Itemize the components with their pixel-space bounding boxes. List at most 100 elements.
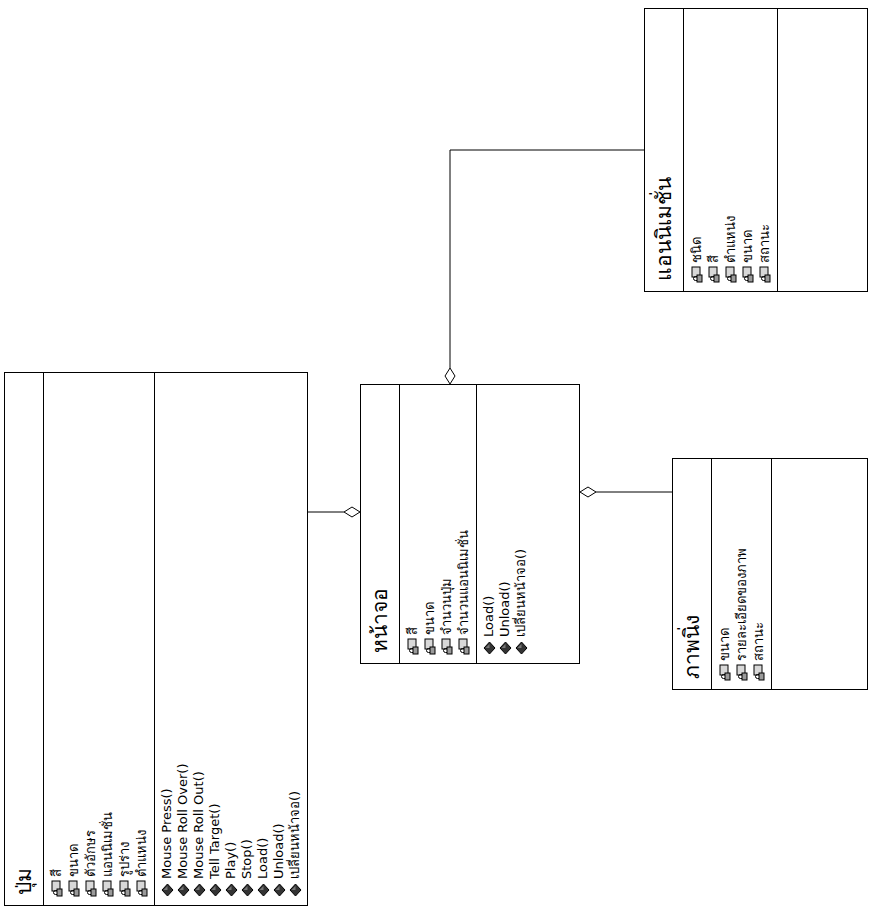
attribute-icon	[84, 880, 97, 897]
attribute-row: ตำแหน่ง	[722, 17, 739, 283]
class-name: ภาพนิ่ง	[680, 615, 704, 679]
attribute-row: สถานะ	[756, 17, 773, 283]
attribute-icon	[457, 638, 470, 655]
operation-row: Unload()	[271, 381, 287, 897]
class-name: ปุ่ม	[12, 868, 36, 895]
attribute-name: ตัวอักษร	[82, 830, 99, 877]
attribute-icon	[724, 266, 737, 283]
operation-name: Stop()	[239, 839, 255, 879]
operation-icon	[483, 640, 496, 655]
attribute-icon	[101, 880, 114, 897]
operation-row: Mouse Roll Out()	[191, 381, 207, 897]
attribute-row: รายละเอียดของภาพ	[733, 467, 750, 681]
operation-name: Mouse Roll Out()	[191, 771, 207, 879]
attribute-row: จำนวนแอนนิเมชั่น	[455, 393, 472, 655]
attribute-icon	[735, 664, 748, 681]
attribute-icon	[741, 266, 754, 283]
connector-line	[308, 512, 344, 513]
aggregation-connector	[308, 507, 360, 517]
attribute-name: สถานะ	[750, 622, 767, 661]
attribute-row: แอนนิเมชั่น	[99, 381, 116, 897]
attribute-row: สี	[48, 381, 65, 897]
operation-row: Load()	[255, 381, 271, 897]
operation-row: Play()	[223, 381, 239, 897]
operation-name: Load()	[481, 596, 497, 637]
attribute-name: ขนาด	[65, 844, 82, 877]
operation-row: Tell Target()	[207, 381, 223, 897]
attribute-name: รายละเอียดของภาพ	[733, 548, 750, 661]
attribute-name: สี	[705, 255, 722, 263]
attribute-name: จำนวนปุ่ม	[438, 578, 455, 635]
attribute-name: รูปร่าง	[116, 842, 133, 877]
operation-icon	[515, 640, 528, 655]
operation-row: Stop()	[239, 381, 255, 897]
attribute-icon	[135, 880, 148, 897]
operation-icon	[177, 882, 190, 897]
attribute-icon	[423, 638, 436, 655]
attribute-name: ตำแหน่ง	[722, 216, 739, 263]
operation-name: Tell Target()	[207, 804, 223, 879]
attribute-icon	[118, 880, 131, 897]
attribute-name: ตำแหน่ง	[133, 830, 150, 877]
class-box: ปุ่ม สีขนาดตัวอักษรแอนนิเมชั่นรูปร่างตำแห…	[4, 372, 308, 906]
connector-line	[450, 150, 644, 368]
class-box: แอนนิเมชั่น ชนิดสีตำแหน่งขนาดสถานะ	[644, 8, 868, 292]
operation-name: เปลี่ยนหน้าจอ()	[513, 549, 529, 637]
operation-icon	[209, 882, 222, 897]
attribute-name: สถานะ	[756, 224, 773, 263]
operation-name: Unload()	[271, 823, 287, 879]
aggregation-diamond	[445, 368, 455, 384]
attribute-name: สี	[404, 627, 421, 635]
operation-name: Play()	[223, 842, 239, 879]
attribute-row: รูปร่าง	[116, 381, 133, 897]
attribute-name: แอนนิเมชั่น	[99, 812, 116, 877]
attribute-icon	[690, 266, 703, 283]
class-name: หน้าจอ	[368, 588, 392, 653]
attribute-icon	[50, 880, 63, 897]
attribute-icon	[718, 664, 731, 681]
attribute-row: ขนาด	[421, 393, 438, 655]
attribute-row: ขนาด	[739, 17, 756, 283]
attribute-section: สีขนาดจำนวนปุ่มจำนวนแอนนิเมชั่น	[400, 385, 477, 663]
class-name-section: หน้าจอ	[361, 385, 400, 663]
operation-name: เปลี่ยนหน้าจอ()	[287, 791, 303, 879]
operation-row: Mouse Press()	[159, 381, 175, 897]
attribute-row: จำนวนปุ่ม	[438, 393, 455, 655]
class-box: หน้าจอสีขนาดจำนวนปุ่มจำนวนแอนนิเมชั่นLoa…	[360, 384, 580, 664]
attribute-section: ชนิดสีตำแหน่งขนาดสถานะ	[684, 9, 778, 291]
attribute-name: สี	[48, 869, 65, 877]
operation-icon	[241, 882, 254, 897]
operation-name: Mouse Press()	[159, 788, 175, 879]
operation-row: Unload()	[497, 393, 513, 655]
operation-row: เปลี่ยนหน้าจอ()	[513, 393, 529, 655]
attribute-row: สี	[404, 393, 421, 655]
operation-icon	[161, 882, 174, 897]
attribute-row: ชนิด	[688, 17, 705, 283]
attribute-icon	[758, 266, 771, 283]
operation-name: Mouse Roll Over()	[175, 764, 191, 879]
attribute-icon	[707, 266, 720, 283]
aggregation-diamond	[580, 487, 596, 497]
attribute-row: ตำแหน่ง	[133, 381, 150, 897]
attribute-icon	[67, 880, 80, 897]
attribute-icon	[440, 638, 453, 655]
attribute-section: สีขนาดตัวอักษรแอนนิเมชั่นรูปร่างตำแหน่ง	[44, 373, 155, 905]
operation-icon	[499, 640, 512, 655]
connector-line	[596, 492, 672, 493]
attribute-row: สถานะ	[750, 467, 767, 681]
operation-name: Load()	[255, 838, 271, 879]
attribute-row: ขนาด	[716, 467, 733, 681]
operation-name: Unload()	[497, 581, 513, 637]
operation-row: Load()	[481, 393, 497, 655]
class-name: แอนนิเมชั่น	[652, 177, 676, 281]
operation-row: เปลี่ยนหน้าจอ()	[287, 381, 303, 897]
aggregation-connector	[580, 487, 672, 497]
operation-row: Mouse Roll Over()	[175, 381, 191, 897]
attribute-row: ขนาด	[65, 381, 82, 897]
attribute-row: สี	[705, 17, 722, 283]
attribute-name: ขนาด	[421, 602, 438, 635]
aggregation-connector	[445, 150, 644, 384]
attribute-row: ตัวอักษร	[82, 381, 99, 897]
class-name-section: ปุ่ม	[5, 373, 44, 905]
attribute-icon	[406, 638, 419, 655]
